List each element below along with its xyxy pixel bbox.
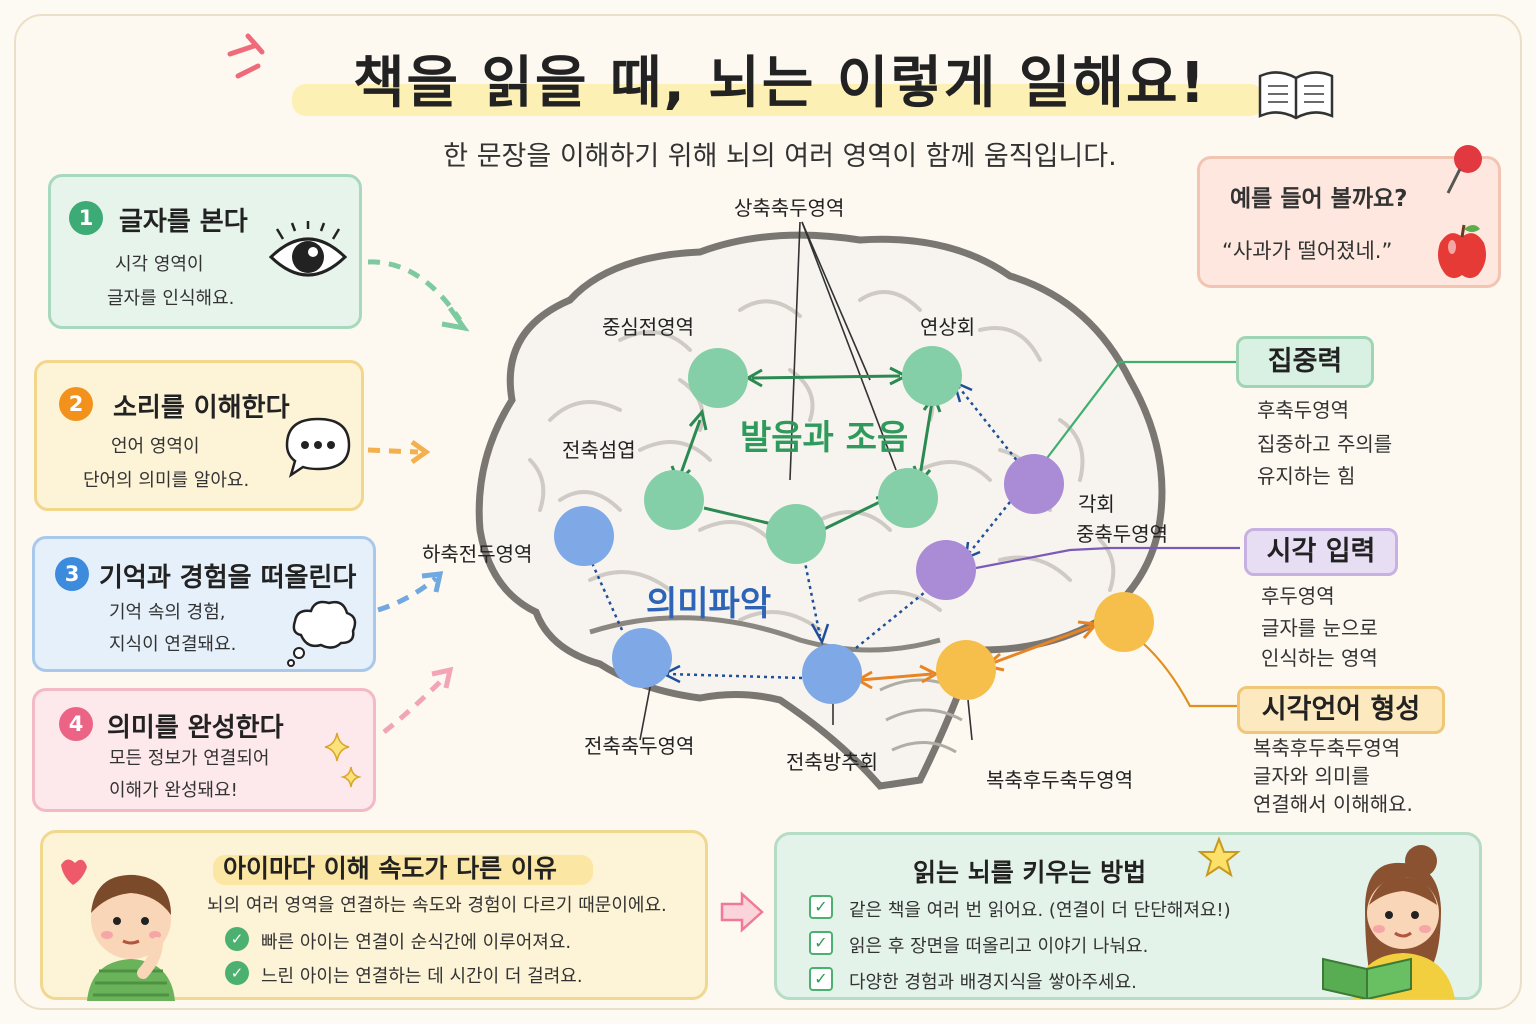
node-visual-word bbox=[1094, 592, 1154, 652]
node-anterior-temporal bbox=[612, 628, 672, 688]
step-desc-line: 지식이 연결돼요. bbox=[109, 634, 237, 655]
brain-label-fusiform: 전축방추회 bbox=[786, 750, 878, 774]
step-card-complete: 4 의미를 완성한다 모든 정보가 연결되어 이해가 완성돼요! bbox=[32, 688, 376, 812]
speed-reason-item: 느린 아이는 연결하는 데 시간이 더 걸려요. bbox=[261, 966, 583, 987]
step-desc-line: 이해가 완성돼요! bbox=[109, 780, 238, 801]
node-central bbox=[688, 348, 748, 408]
step-card-hear: 2 소리를 이해한다 언어 영역이 단어의 의미를 알아요. bbox=[34, 360, 364, 511]
step-number: 1 bbox=[69, 201, 103, 235]
step-arrows bbox=[367, 259, 470, 734]
step-desc-line: 단어의 의미를 알아요. bbox=[83, 470, 250, 491]
focus-desc-line: 집중하고 주의를 bbox=[1257, 432, 1393, 456]
step-desc-line: 시각 영역이 bbox=[115, 254, 204, 275]
checkbox-icon: ✓ bbox=[809, 967, 833, 991]
node-insula bbox=[644, 470, 704, 530]
speed-reason-item: 빠른 아이는 연결이 순식간에 이루어져요. bbox=[261, 932, 572, 953]
apple-icon bbox=[1438, 224, 1486, 278]
visual-word-desc-line: 복축후두축두영역 bbox=[1253, 736, 1401, 760]
example-box: 예를 들어 볼까요? “사과가 떨어졌네.” bbox=[1197, 145, 1501, 288]
brain-label-inferior-frontal: 하축전두영역 bbox=[422, 542, 533, 566]
grow-brain-panel: 읽는 뇌를 키우는 방법 ✓ 같은 책을 여러 번 읽어요. (연결이 더 단단… bbox=[774, 832, 1482, 1000]
grow-brain-item: 읽은 후 장면을 떠올리고 이야기 나눠요. bbox=[849, 936, 1149, 957]
phonology-label: 발음과 조음 bbox=[740, 418, 909, 458]
grow-brain-title: 읽는 뇌를 키우는 방법 bbox=[913, 858, 1147, 887]
speed-reason-panel: 아이마다 이해 속도가 다른 이유 뇌의 여러 영역을 연결하는 속도와 경험이… bbox=[40, 830, 708, 1001]
node-fusiform bbox=[802, 644, 862, 704]
node-phonology-center bbox=[766, 504, 826, 564]
panel-title-highlight bbox=[213, 855, 593, 885]
step-title: 기억과 경험을 떠올린다 bbox=[99, 563, 357, 593]
step-desc-line: 언어 영역이 bbox=[111, 436, 200, 457]
star-icon bbox=[1197, 836, 1241, 878]
brain-label-anterior-temporal: 전축축두영역 bbox=[584, 734, 695, 758]
checkbox-icon: ✓ bbox=[809, 895, 833, 919]
page-title: 책을 읽을 때, 뇌는 이렇게 일해요! bbox=[352, 51, 1208, 116]
brain-label-mid-temporal: 중축두영역 bbox=[1076, 522, 1168, 546]
step-number: 2 bbox=[59, 387, 93, 421]
node-temporal-upper bbox=[878, 468, 938, 528]
semantics-label: 의미파악 bbox=[646, 584, 772, 624]
checkbox-icon: ✓ bbox=[809, 931, 833, 955]
speed-reason-title: 아이마다 이해 속도가 다른 이유 bbox=[223, 854, 557, 883]
speed-reason-text: 뇌의 여러 영역을 연결하는 속도와 경험이 다르기 때문이에요. bbox=[207, 895, 667, 916]
brain-label-angular: 각회 bbox=[1078, 492, 1115, 516]
heart-icon bbox=[61, 859, 87, 885]
focus-label: 집중력 bbox=[1236, 336, 1374, 388]
brain-label-supramarginal: 연상회 bbox=[920, 315, 976, 339]
open-book-icon bbox=[1258, 71, 1334, 120]
node-visual-input bbox=[916, 540, 976, 600]
step-card-see: 1 글자를 본다 시각 영역이 글자를 인식해요. bbox=[48, 174, 362, 329]
visual-input-desc-line: 인식하는 영역 bbox=[1261, 646, 1378, 670]
visual-word-desc-line: 연결해서 이해해요. bbox=[1253, 792, 1413, 816]
visual-input-desc-line: 글자를 눈으로 bbox=[1261, 616, 1378, 640]
focus-desc-line: 유지하는 힘 bbox=[1257, 464, 1356, 488]
grow-brain-item: 다양한 경험과 배경지식을 쌓아주세요. bbox=[849, 972, 1137, 993]
visual-input-desc-line: 후두영역 bbox=[1261, 584, 1335, 608]
step-number: 3 bbox=[55, 557, 89, 591]
grow-brain-item: 같은 책을 여러 번 읽어요. (연결이 더 단단해져요!) bbox=[849, 900, 1231, 921]
thought-cloud-icon bbox=[287, 600, 357, 667]
step-desc-line: 글자를 인식해요. bbox=[107, 288, 235, 309]
brain-label-top: 상축축두영역 bbox=[734, 196, 845, 220]
step-desc-line: 모든 정보가 연결되어 bbox=[109, 748, 270, 769]
brain-label-occipitotemporal: 복축후두축두영역 bbox=[986, 768, 1134, 792]
boy-thinking-icon bbox=[61, 859, 175, 1001]
step-number: 4 bbox=[59, 707, 93, 741]
check-circle-icon: ✓ bbox=[225, 961, 249, 985]
step-card-recall: 3 기억과 경험을 떠올린다 기억 속의 경험, 지식이 연결돼요. bbox=[32, 536, 376, 672]
title-highlight bbox=[292, 84, 1264, 116]
brain-label-insula: 전축섬엽 bbox=[562, 438, 636, 462]
visual-word-label: 시각언어 형성 bbox=[1237, 686, 1445, 734]
sparkle-icon bbox=[324, 732, 362, 788]
node-occipitotemporal bbox=[936, 640, 996, 700]
node-inferior-frontal bbox=[554, 506, 614, 566]
girl-reading-icon bbox=[1322, 845, 1455, 999]
example-question: 예를 들어 볼까요? bbox=[1230, 186, 1408, 212]
right-arrow-icon bbox=[720, 891, 764, 933]
speech-bubble-icon bbox=[285, 417, 351, 478]
brain-label-central: 중심전영역 bbox=[602, 315, 694, 339]
step-title: 글자를 본다 bbox=[119, 207, 248, 237]
check-circle-icon: ✓ bbox=[225, 927, 249, 951]
eye-icon bbox=[268, 221, 348, 277]
example-sentence: “사과가 떨어졌네.” bbox=[1222, 239, 1393, 263]
visual-input-label: 시각 입력 bbox=[1244, 528, 1398, 576]
sparkle-strokes-icon bbox=[227, 33, 265, 79]
step-desc-line: 기억 속의 경험, bbox=[109, 602, 226, 623]
brain-connections bbox=[554, 221, 1240, 740]
node-supramarginal bbox=[902, 346, 962, 406]
pushpin-icon bbox=[1446, 145, 1482, 194]
visual-word-desc-line: 글자와 의미를 bbox=[1253, 764, 1370, 788]
step-title: 의미를 완성한다 bbox=[107, 713, 284, 743]
node-angular bbox=[1004, 454, 1064, 514]
page-subtitle: 한 문장을 이해하기 위해 뇌의 여러 영역이 함께 움직입니다. bbox=[443, 141, 1117, 172]
focus-desc-line: 후축두영역 bbox=[1257, 398, 1349, 422]
step-title: 소리를 이해한다 bbox=[113, 393, 290, 423]
